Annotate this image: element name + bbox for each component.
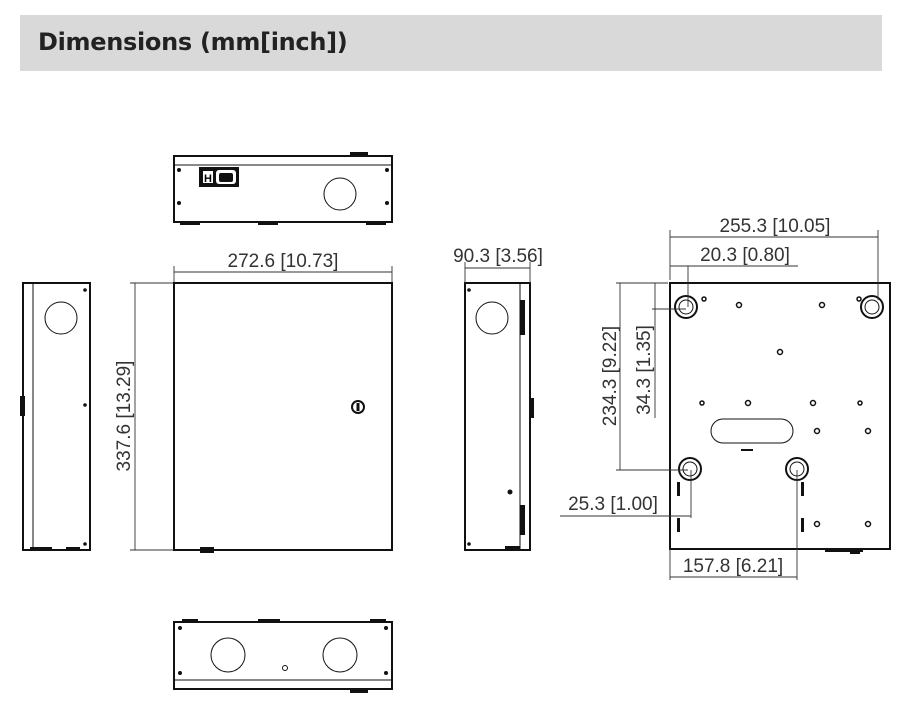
dim-lower-spacing: 157.8 [6.21]	[683, 556, 783, 577]
left-side-view	[20, 282, 91, 551]
power-switch-label: H	[204, 173, 212, 185]
dim-depth: 90.3 [3.56]	[453, 246, 543, 267]
bottom-view	[173, 619, 393, 693]
dim-height: 337.6 [13.29]	[114, 361, 135, 472]
dim-width: 272.6 [10.73]	[228, 251, 339, 272]
front-view	[173, 282, 393, 553]
dim-mount-offset-x: 20.3 [0.80]	[700, 245, 790, 266]
section-title: Dimensions (mm[inch])	[38, 28, 348, 56]
top-view: H	[173, 152, 393, 225]
right-side-view	[464, 282, 534, 551]
dim-mount-offset-y: 34.3 [1.35]	[634, 325, 655, 415]
section-header: Dimensions (mm[inch])	[20, 15, 882, 71]
dim-lower-offset-x: 25.3 [1.00]	[568, 494, 658, 515]
back-view	[669, 282, 891, 554]
power-inlet-icon: H	[199, 167, 239, 187]
dim-mount-width: 255.3 [10.05]	[720, 216, 831, 237]
dim-mount-height: 234.3 [9.22]	[600, 326, 621, 426]
